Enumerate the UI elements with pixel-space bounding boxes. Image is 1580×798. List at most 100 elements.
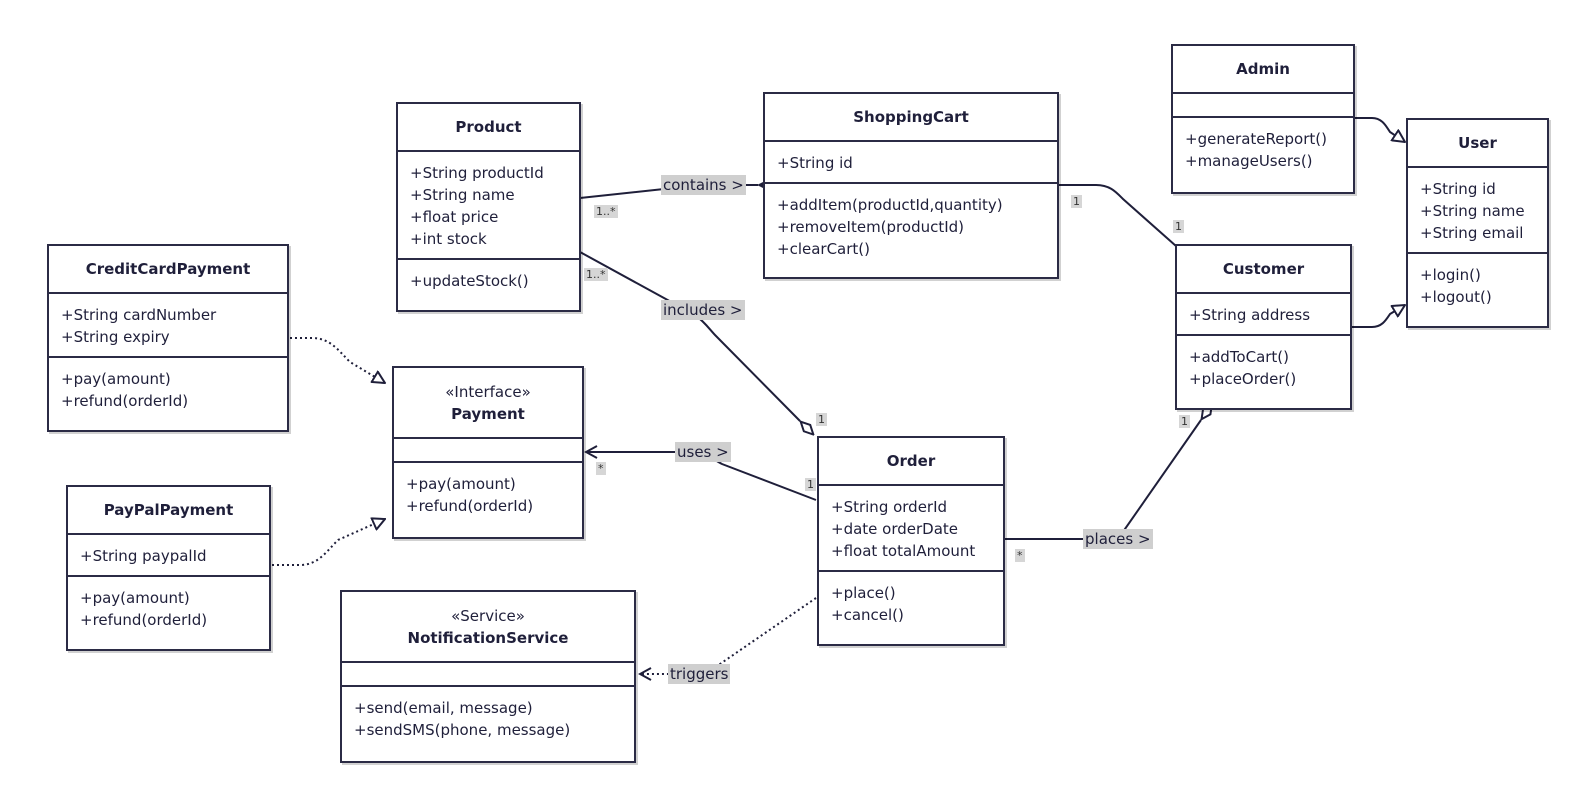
method: +send(email, message) xyxy=(354,699,533,717)
method: +removeItem(productId) xyxy=(777,218,965,236)
attributes-section xyxy=(342,663,634,687)
method: +updateStock() xyxy=(410,272,529,290)
attributes-section: +String address xyxy=(1177,294,1350,336)
methods-section: +addToCart() +placeOrder() xyxy=(1177,336,1350,398)
class-header: Order xyxy=(819,438,1003,486)
edge-order-customer xyxy=(1003,420,1201,540)
edge-creditcard-payment xyxy=(290,337,385,383)
class-name: ShoppingCart xyxy=(853,108,969,126)
method: +refund(orderId) xyxy=(61,392,189,410)
attributes-section xyxy=(1173,94,1353,118)
attribute: +float totalAmount xyxy=(831,542,976,560)
class-paypal-payment[interactable]: PayPalPayment +String paypalId +pay(amou… xyxy=(66,485,271,651)
attribute: +float price xyxy=(410,208,499,226)
multiplicity-cart-target: 1 xyxy=(1173,220,1184,233)
attribute: +String name xyxy=(410,186,515,204)
multiplicity-places-source: * xyxy=(1015,549,1025,562)
multiplicity-contains-source: 1..* xyxy=(594,205,618,218)
class-shopping-cart[interactable]: ShoppingCart +String id +addItem(product… xyxy=(763,92,1059,279)
edge-label-places: places > xyxy=(1083,529,1153,549)
class-name: PayPalPayment xyxy=(103,501,234,519)
edge-paypal-payment xyxy=(272,519,385,566)
class-name: Customer xyxy=(1222,260,1305,278)
class-header: CreditCardPayment xyxy=(49,246,287,294)
class-name: CreditCardPayment xyxy=(85,260,251,278)
attributes-section: +String orderId +date orderDate +float t… xyxy=(819,486,1003,572)
attribute: +String orderId xyxy=(831,498,948,516)
class-user[interactable]: User +String id +String name +String ema… xyxy=(1406,118,1549,328)
methods-section: +login() +logout() xyxy=(1408,254,1547,316)
attribute: +String cardNumber xyxy=(61,306,217,324)
edge-label-includes: includes > xyxy=(661,300,745,320)
method: +place() xyxy=(831,584,896,602)
class-order[interactable]: Order +String orderId +date orderDate +f… xyxy=(817,436,1005,646)
method: +placeOrder() xyxy=(1189,370,1297,388)
class-header: «Service» NotificationService xyxy=(342,592,634,663)
class-name: Product xyxy=(455,118,522,136)
class-header: User xyxy=(1408,120,1547,168)
methods-section: +place() +cancel() xyxy=(819,572,1003,634)
class-header: ShoppingCart xyxy=(765,94,1057,142)
method: +pay(amount) xyxy=(80,589,190,607)
method: +sendSMS(phone, message) xyxy=(354,721,571,739)
attributes-section: +String cardNumber +String expiry xyxy=(49,294,287,358)
class-header: «Interface» Payment xyxy=(394,368,582,439)
edge-label-contains: contains > xyxy=(661,175,746,195)
attributes-section: +String id xyxy=(765,142,1057,184)
method: +cancel() xyxy=(831,606,904,624)
method: +clearCart() xyxy=(777,240,870,258)
method: +manageUsers() xyxy=(1185,152,1313,170)
method: +login() xyxy=(1420,266,1481,284)
attributes-section: +String id +String name +String email xyxy=(1408,168,1547,254)
class-header: PayPalPayment xyxy=(68,487,269,535)
method: +logout() xyxy=(1420,288,1492,306)
class-credit-card-payment[interactable]: CreditCardPayment +String cardNumber +St… xyxy=(47,244,289,432)
class-payment[interactable]: «Interface» Payment +pay(amount) +refund… xyxy=(392,366,584,539)
class-header: Product xyxy=(398,104,579,152)
attribute: +date orderDate xyxy=(831,520,959,538)
method: +generateReport() xyxy=(1185,130,1327,148)
multiplicity-includes-target: 1 xyxy=(816,413,827,426)
method: +addItem(productId,quantity) xyxy=(777,196,1003,214)
class-admin[interactable]: Admin +generateReport() +manageUsers() xyxy=(1171,44,1355,194)
attribute: +String name xyxy=(1420,202,1525,220)
attribute: +String id xyxy=(777,154,853,172)
edge-customer-user xyxy=(1350,305,1405,328)
class-customer[interactable]: Customer +String address +addToCart() +p… xyxy=(1175,244,1352,410)
method: +addToCart() xyxy=(1189,348,1290,366)
multiplicity-includes-source: 1..* xyxy=(584,268,608,281)
class-notification-service[interactable]: «Service» NotificationService +send(emai… xyxy=(340,590,636,763)
method: +refund(orderId) xyxy=(80,611,208,629)
attribute: +String productId xyxy=(410,164,544,182)
multiplicity-uses-target: * xyxy=(596,462,606,475)
methods-section: +addItem(productId,quantity) +removeItem… xyxy=(765,184,1057,268)
class-name: Admin xyxy=(1236,60,1290,78)
class-product[interactable]: Product +String productId +String name +… xyxy=(396,102,581,312)
methods-section: +pay(amount) +refund(orderId) xyxy=(394,463,582,525)
edge-admin-user xyxy=(1355,117,1405,142)
attribute: +String email xyxy=(1420,224,1524,242)
class-name: User xyxy=(1458,134,1497,152)
attribute: +String id xyxy=(1420,180,1496,198)
attribute: +String paypalId xyxy=(80,547,207,565)
attributes-section: +String productId +String name +float pr… xyxy=(398,152,579,260)
class-header: Customer xyxy=(1177,246,1350,294)
attribute: +String address xyxy=(1189,306,1311,324)
method: +pay(amount) xyxy=(406,475,516,493)
methods-section: +generateReport() +manageUsers() xyxy=(1173,118,1353,180)
methods-section: +pay(amount) +refund(orderId) xyxy=(68,577,269,639)
edge-shoppingcart-customer xyxy=(1058,184,1177,247)
attributes-section: +String paypalId xyxy=(68,535,269,577)
method: +refund(orderId) xyxy=(406,497,534,515)
edge-label-triggers: triggers xyxy=(668,664,731,684)
class-name: NotificationService xyxy=(407,628,569,647)
method: +pay(amount) xyxy=(61,370,171,388)
multiplicity-places-target: 1 xyxy=(1179,415,1190,428)
class-name: Payment xyxy=(451,404,525,423)
attribute: +int stock xyxy=(410,230,487,248)
edge-label-uses: uses > xyxy=(675,442,731,462)
class-name: Order xyxy=(886,452,936,470)
edge-order-notification xyxy=(640,597,817,674)
attribute: +String expiry xyxy=(61,328,170,346)
methods-section: +send(email, message) +sendSMS(phone, me… xyxy=(342,687,634,749)
